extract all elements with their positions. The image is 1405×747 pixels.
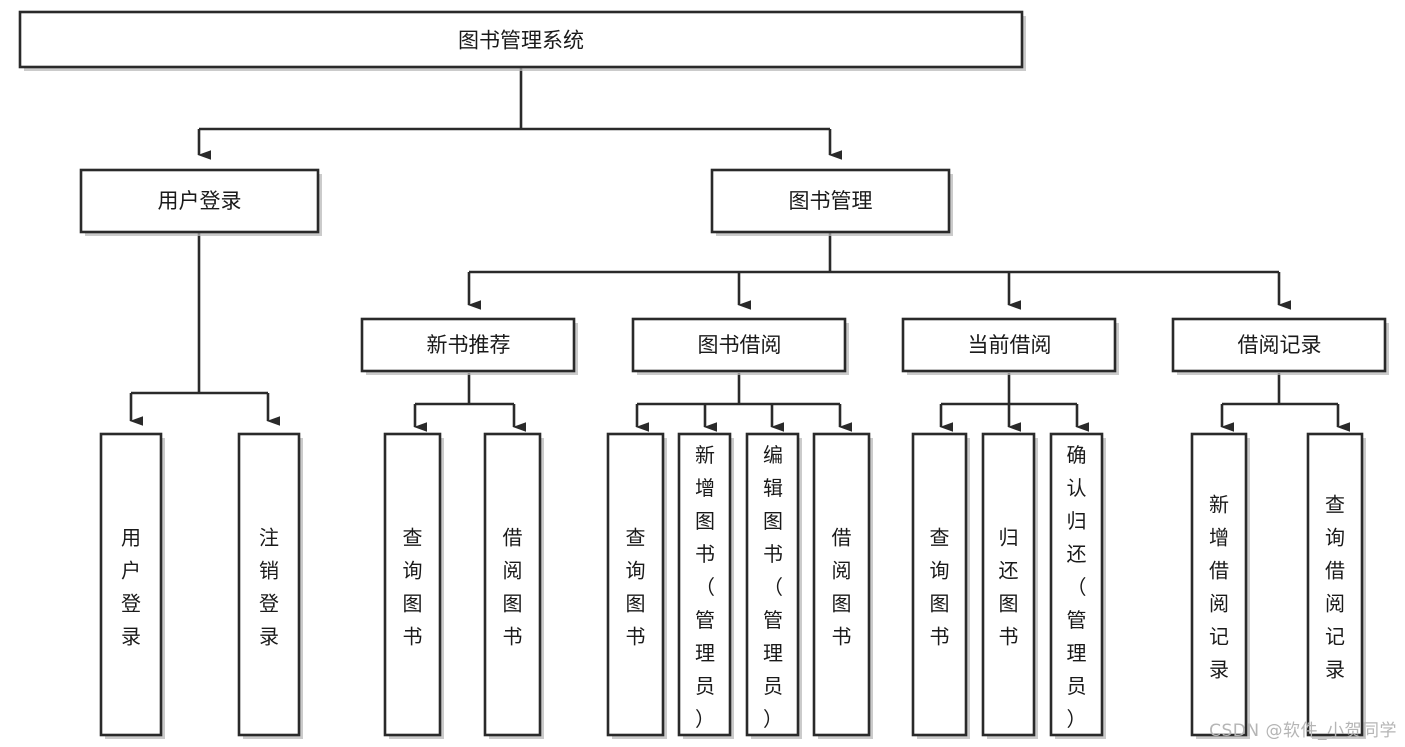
node-borrow-record[interactable]: 借阅记录	[1171, 317, 1389, 375]
leaf-return-book-box[interactable]	[981, 432, 1036, 737]
leaf-query-book-2-label: 查询图书	[626, 526, 646, 649]
node-leaf-query-book-1[interactable]: 查询图书	[383, 432, 444, 739]
node-leaf-add-record[interactable]: 新增借阅记录	[1190, 432, 1250, 739]
leaf-user-login-label: 用户登录	[121, 526, 141, 649]
leaf-query-record-box[interactable]	[1306, 432, 1364, 737]
node-leaf-return-book[interactable]: 归还图书	[981, 432, 1038, 739]
user-login-label: 用户登录	[158, 189, 242, 213]
root-box[interactable]	[18, 10, 1024, 69]
user-login-box[interactable]	[79, 168, 320, 234]
leaf-group: 用户登录 注销登录 查询图书 借阅图书 查询图书	[99, 432, 1366, 739]
leaf-add-record-label: 新增借阅记录	[1209, 493, 1229, 682]
leaf-query-book-1-label: 查询图书	[403, 526, 423, 649]
book-management-box[interactable]	[710, 168, 951, 234]
book-management-label: 图书管理	[789, 189, 873, 213]
leaf-logout-label: 注销登录	[259, 526, 279, 649]
leaf-add-book-box[interactable]	[677, 432, 732, 737]
node-leaf-user-login[interactable]: 用户登录	[99, 432, 165, 739]
node-root[interactable]: 图书管理系统	[18, 10, 1026, 71]
leaf-borrow-book-2-box[interactable]	[812, 432, 871, 737]
leaf-query-book-2-box[interactable]	[606, 432, 665, 737]
book-borrow-label: 图书借阅	[698, 333, 782, 357]
node-book-borrow[interactable]: 图书借阅	[631, 317, 849, 375]
node-leaf-query-book-3[interactable]: 查询图书	[911, 432, 970, 739]
new-book-recommend-box[interactable]	[360, 317, 576, 373]
node-leaf-edit-book[interactable]: 编辑图书（管理员）	[745, 432, 802, 739]
node-new-book-recommend[interactable]: 新书推荐	[360, 317, 578, 375]
leaf-borrow-book-2-label: 借阅图书	[832, 526, 852, 649]
node-leaf-logout[interactable]: 注销登录	[237, 432, 303, 739]
current-borrow-box[interactable]	[901, 317, 1117, 373]
node-leaf-confirm-return[interactable]: 确认归还（管理员）	[1049, 432, 1106, 739]
node-current-borrow[interactable]: 当前借阅	[901, 317, 1119, 375]
leaf-query-record-label: 查询借阅记录	[1325, 493, 1345, 682]
node-book-management[interactable]: 图书管理	[710, 168, 953, 236]
leaf-edit-book-label: 编辑图书（管理员）	[763, 443, 783, 731]
leaf-edit-book-box[interactable]	[745, 432, 800, 737]
borrow-record-box[interactable]	[1171, 317, 1387, 373]
node-leaf-query-record[interactable]: 查询借阅记录	[1306, 432, 1366, 739]
current-borrow-label: 当前借阅	[968, 333, 1052, 357]
leaf-query-book-1-box[interactable]	[383, 432, 442, 737]
leaf-query-book-3-box[interactable]	[911, 432, 968, 737]
node-user-login[interactable]: 用户登录	[79, 168, 322, 236]
leaf-logout-box[interactable]	[237, 432, 301, 737]
borrow-record-label: 借阅记录	[1238, 333, 1322, 357]
leaf-borrow-book-1-label: 借阅图书	[503, 526, 523, 649]
new-book-recommend-label: 新书推荐	[427, 333, 511, 357]
node-leaf-borrow-book-1[interactable]: 借阅图书	[483, 432, 544, 739]
leaf-confirm-return-label: 确认归还（管理员）	[1067, 443, 1087, 731]
leaf-return-book-label: 归还图书	[999, 526, 1019, 649]
leaf-confirm-return-box[interactable]	[1049, 432, 1104, 737]
leaf-add-record-box[interactable]	[1190, 432, 1248, 737]
leaf-add-book-label: 新增图书（管理员）	[695, 443, 715, 731]
node-leaf-query-book-2[interactable]: 查询图书	[606, 432, 667, 739]
node-leaf-add-book[interactable]: 新增图书（管理员）	[677, 432, 734, 739]
node-leaf-borrow-book-2[interactable]: 借阅图书	[812, 432, 873, 739]
root-label: 图书管理系统	[458, 29, 584, 53]
edge-group	[129, 67, 1350, 432]
book-borrow-box[interactable]	[631, 317, 847, 373]
leaf-user-login-box[interactable]	[99, 432, 163, 737]
leaf-borrow-book-1-box[interactable]	[483, 432, 542, 737]
leaf-query-book-3-label: 查询图书	[930, 526, 950, 649]
